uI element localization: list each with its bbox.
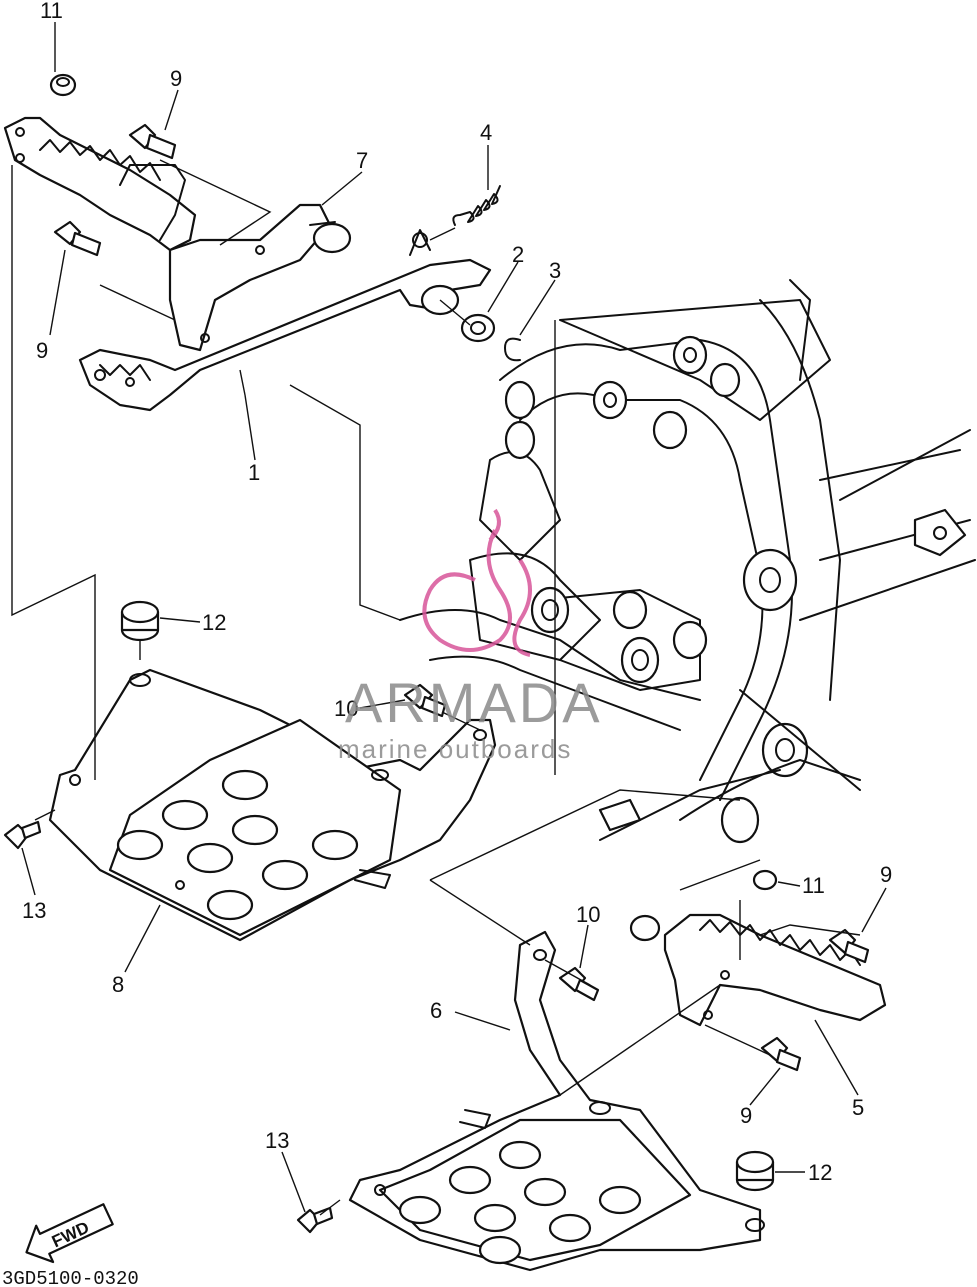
- bolt-10-mid: [403, 683, 447, 718]
- nut-11-top: [49, 73, 77, 97]
- bolt-13-low: [296, 1206, 334, 1234]
- callout-11-right: 11: [802, 873, 825, 898]
- callout-11-top: 11: [40, 0, 63, 23]
- left-guard-8: [48, 668, 497, 942]
- armada-logo-icon: [422, 508, 532, 657]
- grommet-12-top: [120, 600, 160, 642]
- callout-12-top: 12: [202, 610, 226, 635]
- bolt-9-top: [128, 123, 177, 160]
- callout-8: 8: [112, 972, 124, 997]
- clip-3: [504, 337, 521, 362]
- callout-13-left: 13: [22, 898, 46, 923]
- callout-10-mid: 10: [334, 696, 358, 721]
- watermark-tagline: marine outboards: [338, 734, 572, 764]
- bolt-10-low: [558, 966, 600, 1002]
- callout-1: 1: [248, 460, 260, 485]
- callout-labels: 11 9 4 7 2 3 9 1 12 10 13 8 11 9 10 6 5 …: [22, 0, 892, 1185]
- grommet-12-low: [735, 1150, 775, 1192]
- callout-6: 6: [430, 998, 442, 1023]
- watermark: ARMADA marine outboards: [338, 508, 603, 764]
- brake-pedal-assembly: [78, 203, 492, 412]
- callout-5: 5: [852, 1095, 864, 1120]
- callout-12-low: 12: [808, 1160, 832, 1185]
- diagram-code: 3GD5100-0320: [2, 1268, 139, 1287]
- frame-assembly: [399, 279, 976, 844]
- callout-13-low: 13: [265, 1128, 289, 1153]
- washer-2: [460, 313, 496, 343]
- callout-7: 7: [356, 148, 368, 173]
- callout-9-top: 9: [170, 66, 182, 91]
- fwd-arrow: FWD: [25, 1203, 114, 1264]
- bolt-9-low: [760, 1036, 802, 1072]
- bolt-13-left: [3, 820, 42, 850]
- watermark-brand: ARMADA: [345, 671, 603, 734]
- callout-9-low: 9: [740, 1103, 752, 1128]
- callout-9-right: 9: [880, 862, 892, 887]
- callout-3: 3: [549, 258, 561, 283]
- right-guard-6: [348, 930, 765, 1272]
- nut-11-right: [752, 869, 778, 891]
- bolt-9-left: [53, 220, 102, 257]
- guide-lines: [11, 159, 861, 1216]
- callout-4: 4: [480, 120, 492, 145]
- leader-lines: [21, 22, 887, 1213]
- right-footpeg-5: [629, 913, 887, 1027]
- bolt-9-right: [828, 928, 870, 964]
- callout-9-left: 9: [36, 338, 48, 363]
- callout-10-low: 10: [576, 902, 600, 927]
- left-footpeg: [3, 116, 197, 252]
- callout-2: 2: [512, 242, 524, 267]
- spring-4: [452, 185, 501, 226]
